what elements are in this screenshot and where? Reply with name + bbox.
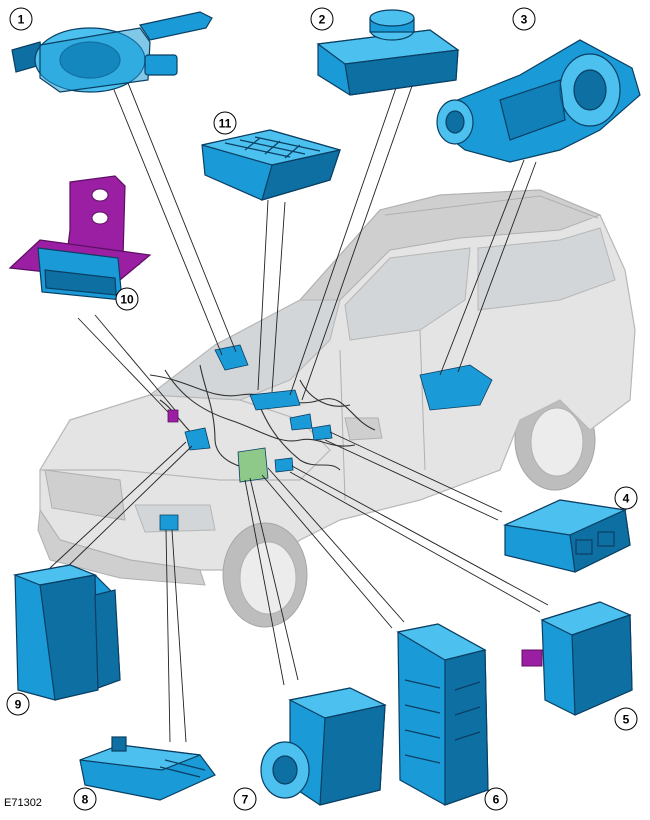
leader-lines <box>49 77 549 743</box>
callout-11: 11 <box>213 111 237 135</box>
component-5-module <box>521 601 633 716</box>
svg-text:5: 5 <box>623 713 630 727</box>
svg-text:7: 7 <box>242 793 249 807</box>
callout-6: 6 <box>484 787 508 811</box>
vehicle <box>37 189 636 628</box>
callout-1: 1 <box>9 7 33 31</box>
figure-reference-code: E71302 <box>4 797 42 809</box>
callout-3: 3 <box>512 7 536 31</box>
component-3-rear-drive-unit <box>436 39 641 163</box>
svg-text:11: 11 <box>219 117 232 131</box>
svg-text:4: 4 <box>623 492 630 506</box>
component-1-steering-column-module <box>11 11 213 93</box>
callout-10: 10 <box>115 287 139 311</box>
svg-text:10: 10 <box>120 293 134 307</box>
callout-7: 7 <box>233 787 257 811</box>
callouts: 1 2 3 4 5 6 7 8 <box>6 7 638 811</box>
component-4-module <box>502 499 631 573</box>
callout-5: 5 <box>614 707 638 731</box>
callout-9: 9 <box>6 692 30 716</box>
in-vehicle-modules <box>159 344 493 531</box>
component-10-module-with-bracket <box>8 175 152 301</box>
component-6-module <box>396 623 489 806</box>
component-9-module <box>12 564 121 701</box>
component-2-module <box>316 9 460 96</box>
callout-4: 4 <box>614 486 638 510</box>
svg-text:2: 2 <box>319 13 326 27</box>
svg-text:1: 1 <box>18 13 25 27</box>
svg-text:9: 9 <box>15 698 22 712</box>
component-8-module <box>79 736 216 801</box>
callout-2: 2 <box>310 7 334 31</box>
svg-text:6: 6 <box>493 793 500 807</box>
component-7-abs-module <box>260 687 387 806</box>
callout-8: 8 <box>73 787 97 811</box>
svg-text:3: 3 <box>521 13 528 27</box>
svg-text:8: 8 <box>82 793 89 807</box>
component-11-module <box>201 129 341 201</box>
